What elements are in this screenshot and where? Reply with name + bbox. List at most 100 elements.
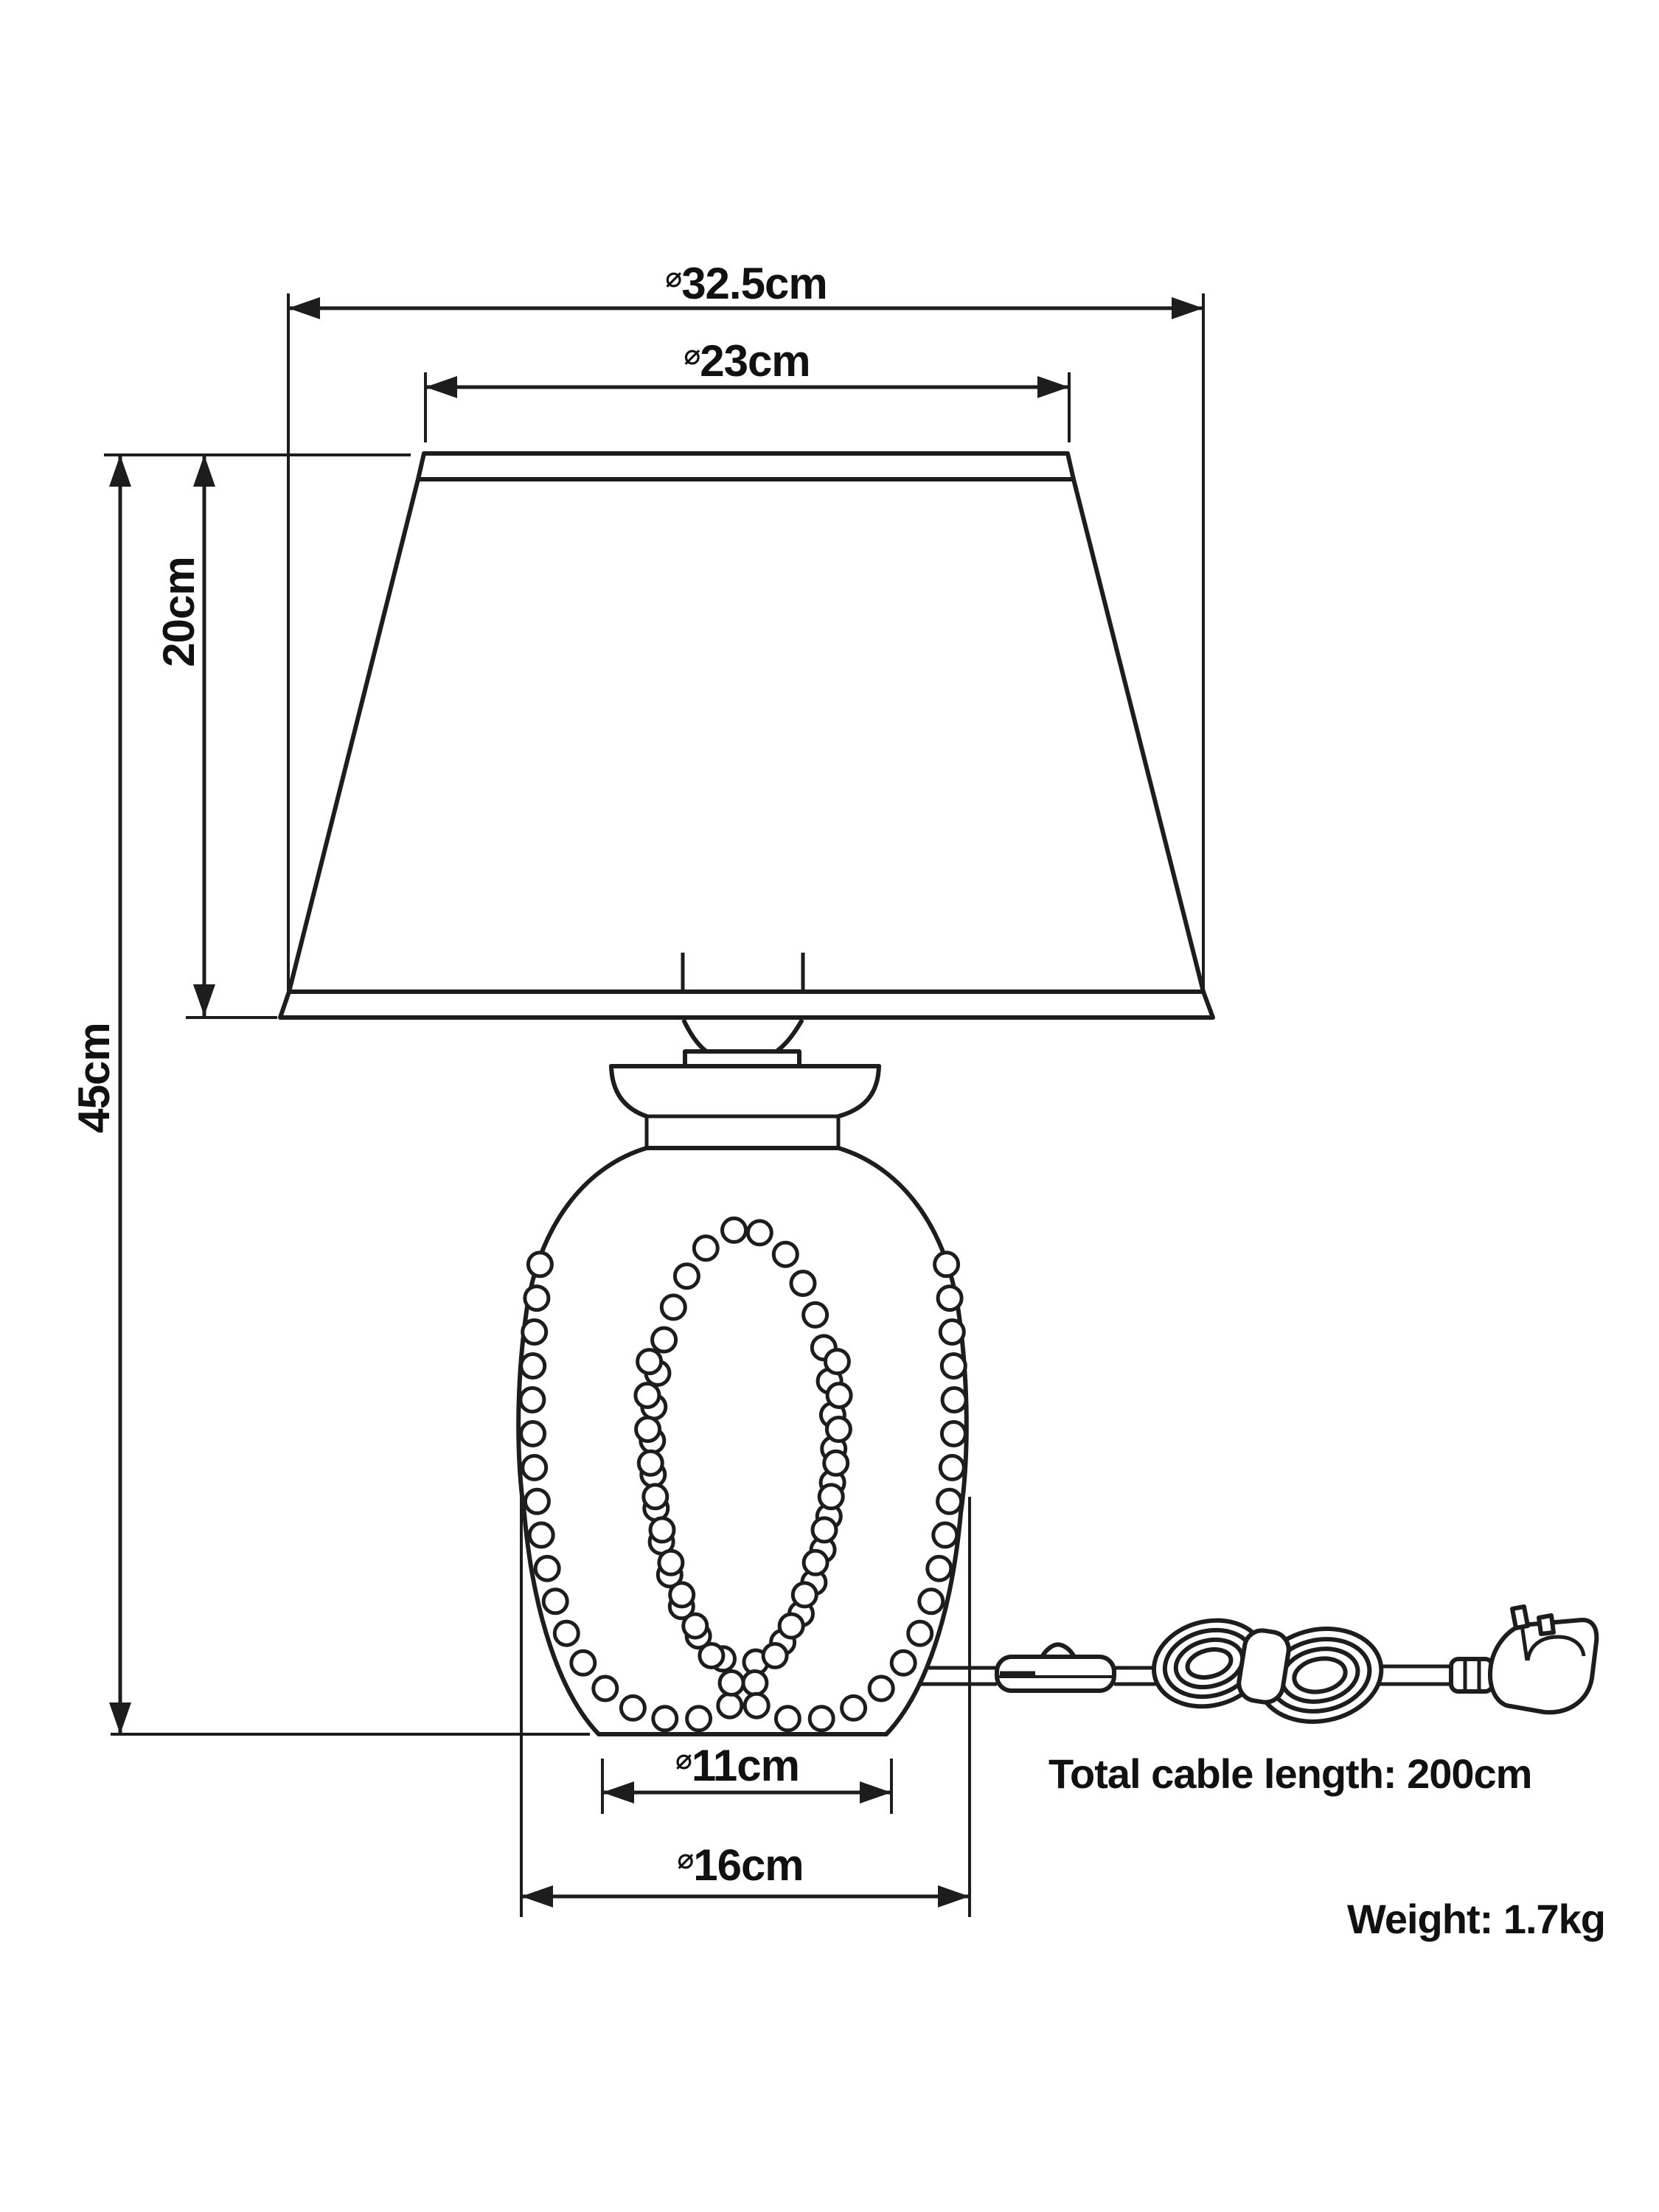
- extension-line: [287, 293, 1205, 992]
- bead: [931, 1521, 959, 1549]
- bead: [824, 1416, 852, 1443]
- plug-strain-relief-ridges: [1463, 1659, 1481, 1691]
- arrowhead-down: [109, 1703, 131, 1734]
- shade-bottom-diameter-label: ⌀32.5cm: [665, 259, 827, 308]
- shade-side-left: [287, 477, 420, 994]
- power-cable: [917, 1664, 1464, 1686]
- bead: [936, 1487, 964, 1515]
- bead: [822, 1449, 850, 1477]
- cap-side-left: [609, 1064, 649, 1119]
- bead: [591, 1674, 619, 1703]
- bead: [685, 1705, 713, 1733]
- base-widest-diameter-label: ⌀16cm: [677, 1840, 803, 1890]
- bead: [773, 1705, 801, 1733]
- bead: [741, 1669, 769, 1697]
- dimension-shade-top: [424, 372, 1071, 442]
- arrowhead-left: [425, 376, 457, 398]
- dimension-value: 11cm: [692, 1741, 799, 1790]
- shade-bottom-rim: [278, 990, 1215, 1020]
- bead: [801, 1301, 830, 1329]
- cable-segment-base-switch: [917, 1666, 997, 1686]
- diameter-symbol: ⌀: [677, 1844, 693, 1875]
- arrowhead-left: [521, 1885, 553, 1907]
- bead: [742, 1691, 771, 1719]
- weight-note: Weight: 1.7kg: [1347, 1896, 1605, 1942]
- bead: [745, 1219, 773, 1247]
- bead: [636, 1449, 664, 1477]
- bead: [552, 1619, 580, 1647]
- bead: [720, 1216, 748, 1244]
- dimension-value: 23cm: [700, 336, 810, 386]
- bead: [641, 1483, 669, 1511]
- arrowhead-down: [193, 984, 215, 1016]
- bead: [651, 1705, 679, 1733]
- bead: [867, 1674, 895, 1703]
- bead: [519, 1420, 547, 1447]
- coil-left-loop-ring: [1185, 1647, 1234, 1680]
- bead: [938, 1453, 966, 1481]
- shade-top-band: [416, 451, 1076, 481]
- cable-length-note: Total cable length: 200cm: [1048, 1750, 1531, 1797]
- arrowhead-up: [193, 455, 215, 487]
- arrowhead-right: [860, 1781, 891, 1804]
- dimension-base-bottom: [601, 1759, 893, 1814]
- dimension-shade-bottom: [287, 293, 1205, 992]
- bead: [801, 1548, 830, 1576]
- cable-coil: [1151, 1618, 1384, 1724]
- inline-switch: [995, 1642, 1116, 1693]
- bead: [533, 1554, 561, 1582]
- bead: [569, 1649, 597, 1677]
- bead: [939, 1352, 967, 1380]
- bead: [906, 1619, 934, 1647]
- bead: [716, 1691, 744, 1719]
- bead: [823, 1348, 851, 1376]
- bead: [521, 1318, 549, 1346]
- bead: [672, 1262, 700, 1290]
- plug-strain-relief: [1449, 1657, 1495, 1694]
- bead: [777, 1612, 805, 1640]
- arrowhead-left: [288, 297, 320, 319]
- bead: [634, 1416, 662, 1443]
- diameter-symbol: ⌀: [665, 262, 681, 293]
- bead: [521, 1453, 549, 1481]
- plug-pin-left: [1510, 1604, 1530, 1630]
- dimension-total-height: [109, 455, 590, 1736]
- bead: [519, 1352, 547, 1380]
- lamp-shade: [278, 451, 1215, 1020]
- bead: [636, 1348, 664, 1376]
- arrowhead-right: [1037, 376, 1069, 398]
- bead: [518, 1386, 546, 1413]
- bead: [648, 1516, 676, 1544]
- bead: [939, 1420, 967, 1447]
- bead: [541, 1587, 569, 1615]
- bead: [692, 1234, 720, 1262]
- cap-side-right: [836, 1064, 881, 1119]
- bead: [633, 1382, 661, 1409]
- bead: [761, 1642, 789, 1669]
- coil-center-wrap: [1237, 1628, 1291, 1705]
- bead: [650, 1326, 678, 1354]
- base-bottom-diameter-label: ⌀11cm: [675, 1741, 799, 1790]
- bead: [526, 1251, 554, 1279]
- bead: [657, 1548, 685, 1576]
- dimension-value: 16cm: [693, 1840, 803, 1890]
- bead: [619, 1694, 647, 1722]
- arrowhead-up: [109, 455, 131, 487]
- socket-stem-lines: [681, 953, 805, 991]
- total-height-label: 45cm: [69, 1023, 119, 1133]
- plug-inner-arc: [1526, 1635, 1586, 1661]
- bead: [527, 1521, 555, 1549]
- bead: [840, 1694, 868, 1722]
- dimension-shade-height: [104, 453, 411, 1019]
- arrowhead-left: [602, 1781, 634, 1804]
- shade-height-label: 20cm: [154, 557, 204, 667]
- plug-pin-right: [1537, 1613, 1556, 1636]
- plug-body: [1488, 1618, 1599, 1715]
- extension-line: [520, 1497, 971, 1917]
- bead: [659, 1293, 687, 1321]
- dimension-base-widest: [520, 1497, 971, 1917]
- lamp-neck: [609, 1018, 881, 1148]
- socket-cup: [681, 1018, 804, 1054]
- uk-plug: [1449, 1604, 1599, 1715]
